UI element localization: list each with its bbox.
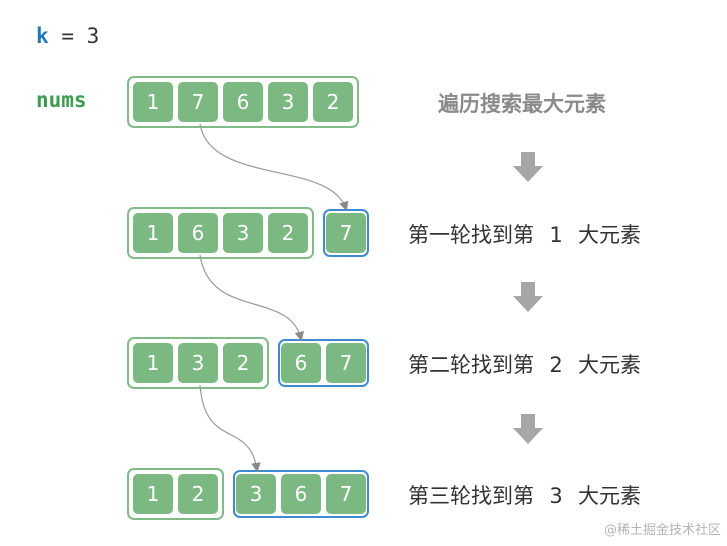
row2-found-0: 6 xyxy=(281,343,321,383)
nums-label: nums xyxy=(36,88,87,112)
k-line: k = 3 xyxy=(36,24,99,48)
row2-text-a: 第二轮找到第 xyxy=(408,353,534,377)
row1-text-b: 大元素 xyxy=(578,223,641,247)
row0-cell-3: 3 xyxy=(268,82,308,122)
row2-found-1: 7 xyxy=(326,343,366,383)
row2-text-b: 大元素 xyxy=(578,353,641,377)
row3-step-text: 第三轮找到第 3 大元素 xyxy=(408,480,641,510)
row0-cell-1: 7 xyxy=(178,82,218,122)
row2-cell-1: 3 xyxy=(178,343,218,383)
down-arrow-icon xyxy=(513,282,543,312)
k-label: k xyxy=(36,24,49,48)
row1-cell-3: 2 xyxy=(268,213,308,253)
row3-cell-0: 1 xyxy=(133,474,173,514)
row0-cell-2: 6 xyxy=(223,82,263,122)
row2-cell-0: 1 xyxy=(133,343,173,383)
k-equals: = xyxy=(61,24,74,48)
row0-step-text: 遍历搜索最大元素 xyxy=(438,92,606,116)
down-arrow-icon xyxy=(513,152,543,182)
row3-found-1: 6 xyxy=(281,474,321,514)
row1-step-text: 第一轮找到第 1 大元素 xyxy=(408,219,641,249)
row2-cell-2: 2 xyxy=(223,343,263,383)
row0-cell-0: 1 xyxy=(133,82,173,122)
k-value: 3 xyxy=(86,24,100,48)
connector-line-2 xyxy=(199,254,305,342)
connector-line-3 xyxy=(199,384,261,473)
row0-cell-4: 2 xyxy=(313,82,353,122)
row1-found-0: 7 xyxy=(326,213,366,253)
row1-cell-0: 1 xyxy=(133,213,173,253)
watermark: @稀土掘金技术社区 xyxy=(603,523,721,538)
row3-rank: 3 xyxy=(549,484,563,508)
connector-line-1 xyxy=(199,123,349,212)
row1-text-a: 第一轮找到第 xyxy=(408,223,534,247)
row1-rank: 1 xyxy=(549,223,563,247)
row3-found-0: 3 xyxy=(236,474,276,514)
row2-rank: 2 xyxy=(549,353,563,377)
row3-text-b: 大元素 xyxy=(578,484,641,508)
row3-text-a: 第三轮找到第 xyxy=(408,484,534,508)
row3-cell-1: 2 xyxy=(178,474,218,514)
row2-step-text: 第二轮找到第 2 大元素 xyxy=(408,349,641,379)
row3-found-2: 7 xyxy=(326,474,366,514)
row1-cell-2: 3 xyxy=(223,213,263,253)
row1-cell-1: 6 xyxy=(178,213,218,253)
down-arrow-icon xyxy=(513,414,543,444)
